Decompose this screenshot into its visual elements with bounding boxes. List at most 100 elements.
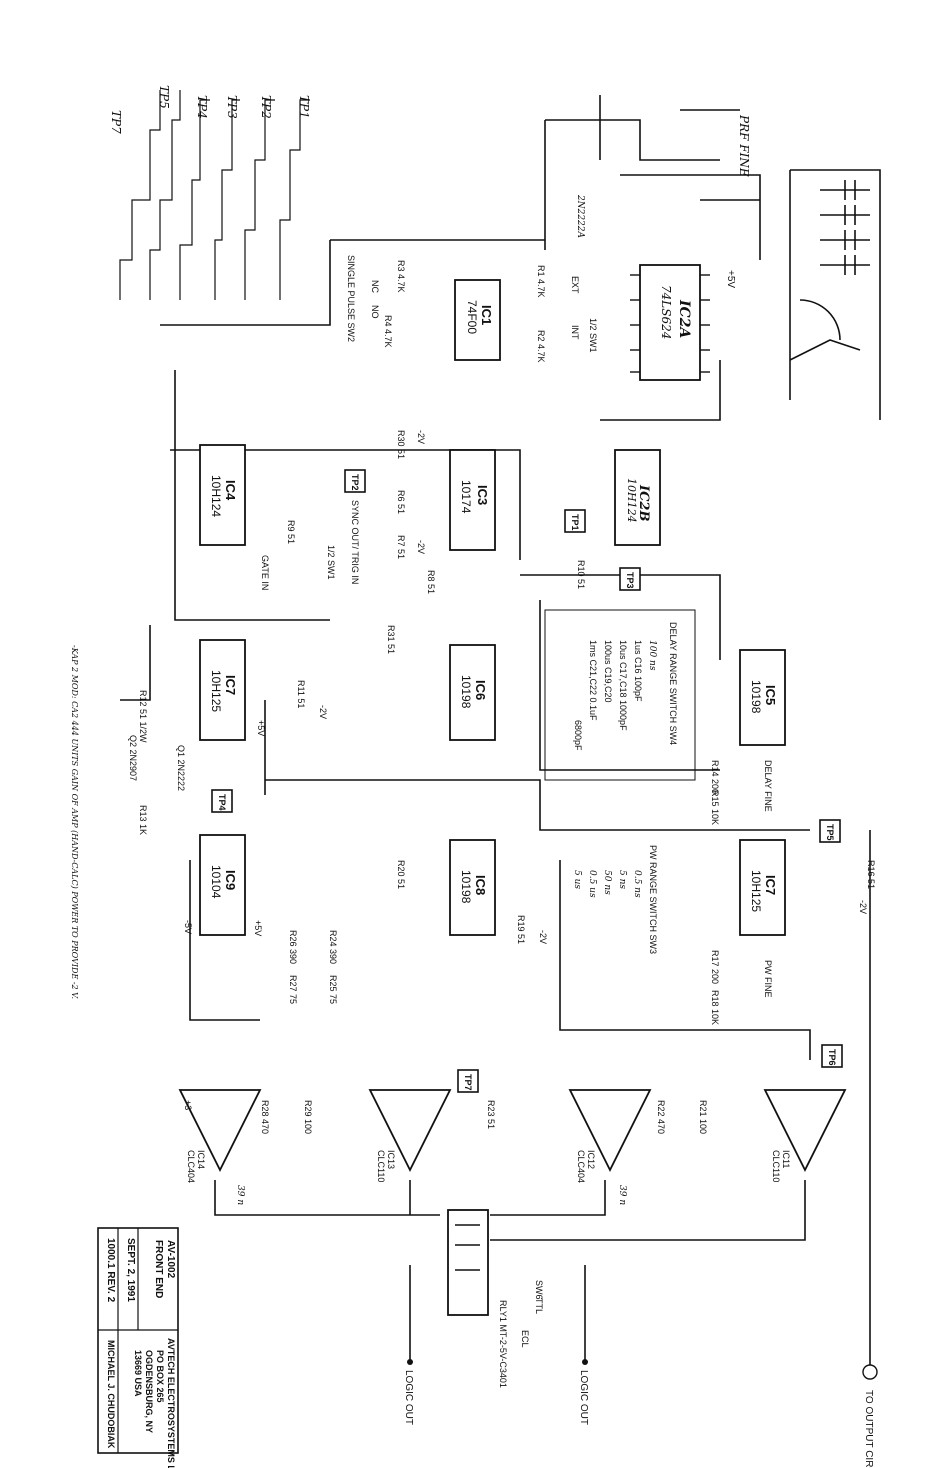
sw6-label: SW6 — [534, 1280, 544, 1300]
ic2a-part: 74LS624 — [659, 285, 673, 339]
ic9-body — [449, 839, 496, 936]
ic9-ref: IC8 — [473, 875, 488, 895]
resistor-label: R6 51 — [396, 490, 406, 514]
ic13-part: CLC110 — [376, 1150, 386, 1182]
tp6-box — [821, 1044, 843, 1068]
tp7-label: TP7 — [463, 1074, 473, 1091]
tp1-label: TP1 — [570, 514, 580, 531]
sw1b-label: 1/2 SW1 — [326, 545, 336, 580]
delay-table-row: 100 ns — [647, 640, 657, 671]
title-designer: MICHAEL J. CHUDOBIAK — [106, 1340, 116, 1449]
ic6-part: 10198 — [459, 675, 473, 709]
resistor-label: R17 200 — [710, 950, 720, 984]
supply-label: -2V — [416, 540, 426, 554]
sw1-label: 1/2 SW1 — [588, 318, 598, 353]
ic1-block: IC1 74F00 R1 4.7K R2 4.7K R3 4.7K R4 4.7… — [160, 239, 598, 363]
sw3-label: PW RANGE SWITCH SW3 — [648, 845, 658, 954]
supply-label: -2V — [858, 900, 868, 914]
hand-note: -KAP 2 MOD: CA2 444 UNITS GAIN OF AMP (H… — [70, 645, 79, 999]
ohm-label: 39 n — [617, 1185, 627, 1205]
title-section: FRONT END — [153, 1240, 164, 1298]
sw4-label: DELAY RANGE SWITCH SW4 — [668, 622, 678, 745]
waveform-sketches: TP7 TP5 TP4 TP3 TP2 TP1 — [109, 85, 311, 300]
resistor-label: R14 200 — [710, 760, 720, 794]
resistor-label: R18 10K — [710, 990, 720, 1025]
resistor-label: R15 10K — [710, 790, 720, 825]
title-block: AV-1002 FRONT END SEPT. 2, 1991 1000.1 R… — [97, 1227, 179, 1468]
ic2b-body — [614, 449, 661, 546]
delay-table-row: 1us C16 100pF — [633, 640, 643, 702]
resistor-label: R21 100 — [698, 1100, 708, 1134]
ic6-ref: IC6 — [473, 680, 488, 700]
resistor-label: R26 390 — [288, 930, 298, 964]
resistor-label: R25 75 — [328, 975, 338, 1004]
ic9-part: 10198 — [459, 870, 473, 904]
title-address: OGDENSBURG, NY — [144, 1350, 154, 1433]
ic3-ref: IC3 — [475, 485, 490, 505]
ic11-ref: IC11 — [781, 1150, 791, 1168]
logic-out-label: LOGIC OUT — [403, 1370, 414, 1425]
tp7-box — [457, 1069, 479, 1093]
amplifier-row: IC14 CLC404 IC13 CLC110 IC12 CLC404 IC11… — [178, 1044, 847, 1241]
capacitor-bank — [820, 180, 870, 275]
tp2-box — [344, 469, 366, 493]
tp5-label: TP5 — [825, 824, 835, 841]
ic4-ref: IC4 — [223, 480, 238, 501]
title-model: AV-1002 — [165, 1240, 176, 1279]
delay-table-row: 6800pF — [573, 720, 583, 751]
tp4-label: TP4 — [217, 794, 227, 811]
ic14-part: CLC404 — [186, 1150, 196, 1183]
ic4-part: 10H124 — [209, 475, 223, 517]
ic10-ref: IC9 — [223, 870, 238, 890]
ic3-part: 10174 — [459, 480, 473, 514]
ic12-amp — [568, 1089, 652, 1173]
ic14-ref: IC14 — [196, 1150, 206, 1169]
supply-label: +5V — [256, 720, 266, 736]
ic10-body — [199, 834, 246, 936]
ic8-body — [739, 839, 786, 936]
ic1-body — [454, 279, 501, 361]
title-company: AVTECH ELECTROSYSTEMS LTD — [166, 1338, 176, 1468]
pw-fine-label: PW FINE — [763, 960, 773, 998]
ohm-label: 39 n — [235, 1185, 245, 1205]
rotary-switch-arc — [799, 299, 841, 341]
tp6-label: TP6 — [827, 1049, 837, 1066]
pw-table-row: 5 ns — [617, 870, 627, 889]
relay-label: RLY1 MT-2-5V-C3401 — [498, 1300, 508, 1388]
timing-row: IC4 10H124 IC3 10174 IC2B 10H124 TP2 TP1… — [170, 360, 721, 660]
resistor-label: R1 4.7K — [536, 265, 546, 298]
pw-table-row: 0.5 ns — [632, 870, 642, 898]
ic7-part: 10H125 — [209, 670, 223, 712]
to-output-label: TO OUTPUT CIRCUIT — [863, 1390, 874, 1468]
title-drawing-no: 1000.1 REV. 2 — [105, 1238, 116, 1303]
ic11-part: CLC110 — [771, 1150, 781, 1182]
tp-wave-label: TP1 — [297, 95, 311, 119]
relay-output: RLY1 MT-2-5V-C3401 SW6 TTL ECL LOGIC OUT… — [403, 830, 878, 1468]
tp3-label: TP3 — [625, 572, 635, 589]
tp-wave-label: TP5 — [157, 85, 171, 109]
resistor-label: R19 51 — [516, 915, 526, 944]
sync-label: SYNC OUT/ TRIG IN — [350, 500, 360, 584]
delay-table-row: 100us C19,C20 — [603, 640, 613, 703]
ic8-ref: IC7 — [763, 875, 778, 895]
ic13-ref: IC13 — [386, 1150, 396, 1169]
ic3-body — [449, 449, 496, 551]
resistor-label: R12 51 1/2W — [138, 690, 148, 743]
resistor-label: R10 51 — [576, 560, 586, 589]
ecl-label: ECL — [520, 1330, 530, 1348]
resistor-label: R23 51 — [486, 1100, 496, 1129]
ic11-amp — [763, 1089, 847, 1173]
title-date: SEPT. 2, 1991 — [125, 1238, 136, 1302]
resistor-label: R20 51 — [396, 860, 406, 889]
transistor-label: Q1 2N2222 — [176, 745, 186, 791]
delay-table-row: 10us C17,C18 1000pF — [618, 640, 628, 731]
ic7-body — [199, 639, 246, 741]
title-address: 13669 USA — [133, 1350, 143, 1397]
ic12-ref: IC12 — [586, 1150, 596, 1169]
supply-label: -2V — [416, 430, 426, 444]
resistor-label: R31 51 — [386, 625, 396, 654]
supply-label: +5V — [253, 920, 263, 936]
resistor-label: R4 4.7K — [383, 315, 393, 348]
tp2-label: TP2 — [350, 474, 360, 491]
